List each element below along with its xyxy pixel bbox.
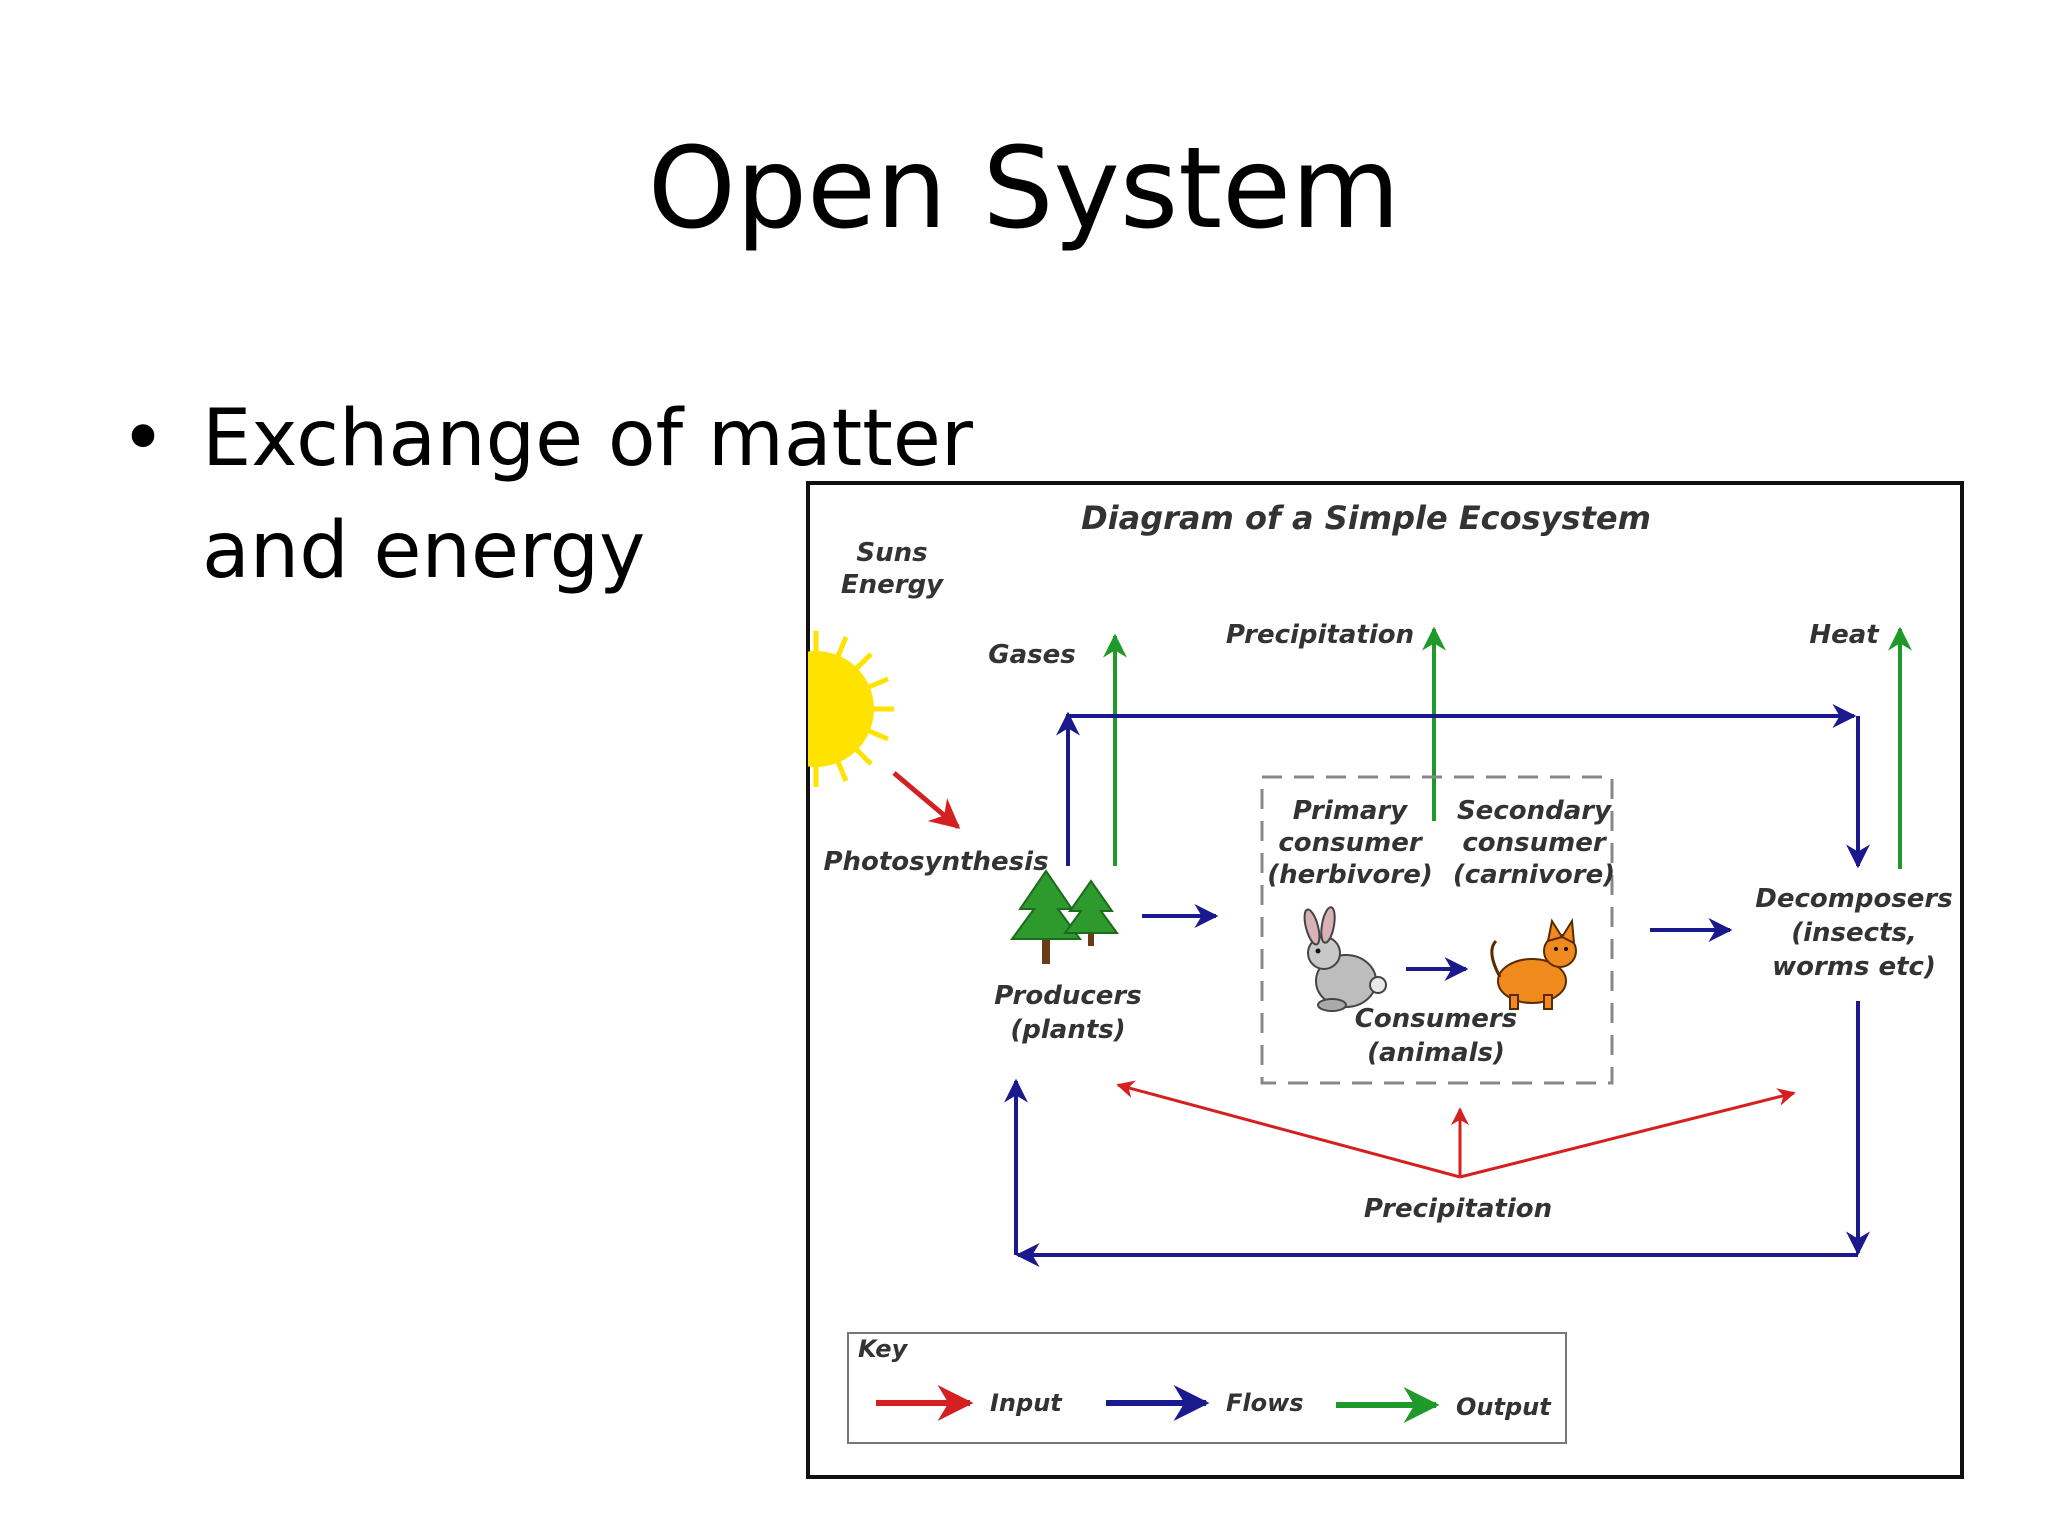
key-input-label: Input bbox=[990, 1389, 1063, 1417]
sun-icon bbox=[808, 631, 894, 787]
ecosystem-diagram: Diagram of a Simple Ecosystem Suns Energ… bbox=[806, 481, 1964, 1479]
cat-icon bbox=[1490, 917, 1577, 1010]
label-heat: Heat bbox=[1809, 620, 1880, 650]
label-secondary-2: consumer bbox=[1462, 828, 1607, 858]
label-secondary-1: Secondary bbox=[1457, 796, 1612, 826]
label-suns-energy-1: Suns bbox=[856, 538, 927, 568]
label-producers-1: Producers bbox=[994, 981, 1141, 1011]
diagram-key: Key Input Flows Output bbox=[847, 1332, 1567, 1444]
input-arrow-sun bbox=[892, 771, 961, 829]
label-decomposers-3: worms etc) bbox=[1772, 952, 1936, 982]
consumers-box bbox=[1260, 775, 1614, 1085]
input-arrow-precip-decomposers bbox=[1459, 1088, 1796, 1179]
input-arrow-precip-producers bbox=[1116, 1080, 1461, 1179]
diagram-title: Diagram of a Simple Ecosystem bbox=[1081, 499, 1651, 537]
label-primary-2: consumer bbox=[1278, 828, 1423, 858]
bullet-dot: • bbox=[120, 394, 167, 484]
slide-title: Open System bbox=[647, 124, 1401, 254]
tree-icon bbox=[1010, 869, 1119, 964]
label-decomposers-1: Decomposers bbox=[1755, 884, 1952, 914]
key-flows-label: Flows bbox=[1226, 1389, 1304, 1417]
label-primary-1: Primary bbox=[1293, 796, 1408, 826]
bullet-text: Exchange of matter and energy bbox=[202, 394, 973, 596]
label-precipitation-bottom: Precipitation bbox=[1364, 1194, 1552, 1224]
label-secondary-3: (carnivore) bbox=[1453, 860, 1615, 890]
label-suns-energy-2: Energy bbox=[841, 570, 944, 600]
label-producers-2: (plants) bbox=[1010, 1015, 1125, 1045]
diagram-frame bbox=[806, 481, 1964, 1479]
label-primary-3: (herbivore) bbox=[1267, 860, 1433, 890]
rabbit-icon bbox=[1303, 906, 1387, 1012]
label-consumers-2: (animals) bbox=[1367, 1038, 1505, 1068]
label-decomposers-2: (insects, bbox=[1791, 918, 1917, 948]
label-photosynthesis: Photosynthesis bbox=[823, 847, 1048, 877]
label-gases: Gases bbox=[988, 640, 1075, 670]
ecosystem-diagram-svg: Diagram of a Simple Ecosystem Suns Energ… bbox=[806, 481, 1964, 1479]
key-output-label: Output bbox=[1456, 1393, 1552, 1421]
key-title: Key bbox=[858, 1335, 909, 1363]
label-consumers-1: Consumers bbox=[1355, 1004, 1517, 1034]
label-precipitation-top: Precipitation bbox=[1226, 620, 1414, 650]
